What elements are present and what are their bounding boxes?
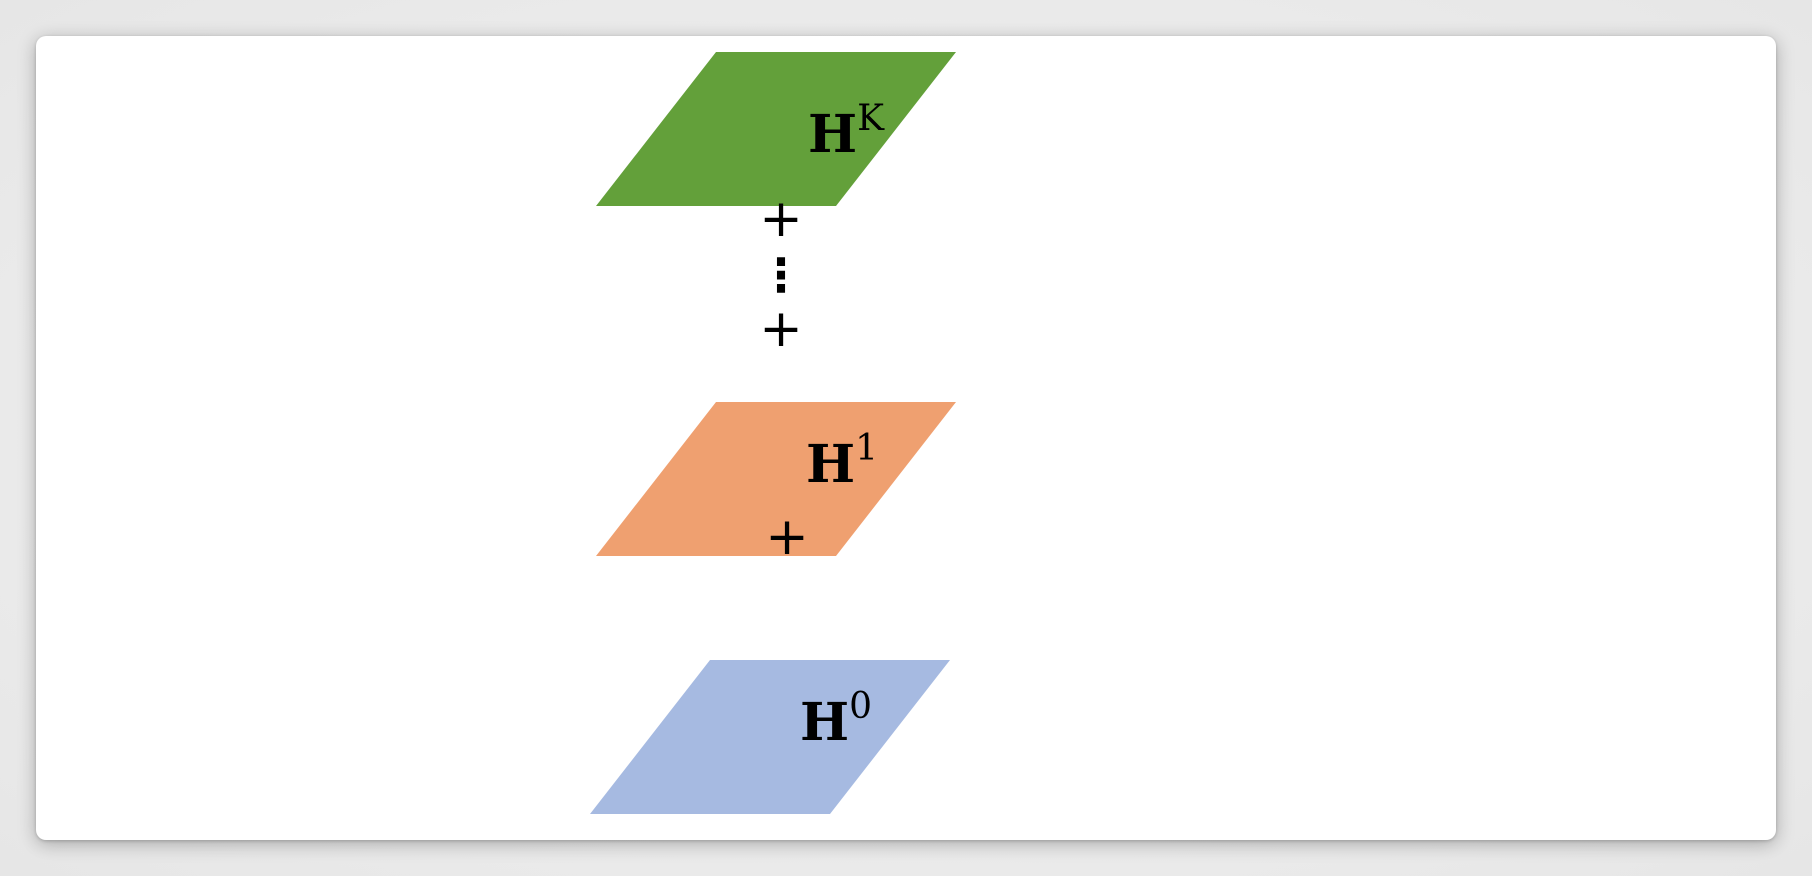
plus-operator-bottom: + bbox=[765, 507, 809, 567]
layer-1-parallelogram bbox=[596, 402, 956, 556]
layer-1-label: H1 bbox=[806, 428, 878, 495]
diagram-card: HK + ⋮ + H1 + H0 bbox=[36, 36, 1776, 840]
layer-0: H0 bbox=[590, 660, 950, 814]
layer-0-parallelogram bbox=[590, 660, 950, 814]
layer-k: HK bbox=[596, 52, 956, 206]
layer-0-label: H0 bbox=[800, 686, 872, 753]
layer-stack-diagram: HK + ⋮ + H1 + H0 bbox=[590, 52, 956, 814]
plus-operator-top: + bbox=[759, 189, 803, 249]
layer-k-parallelogram bbox=[596, 52, 956, 206]
layer-1: H1 bbox=[596, 402, 956, 556]
plus-operator-mid: + bbox=[759, 299, 803, 359]
vertical-ellipsis: ⋮ bbox=[758, 248, 804, 302]
layer-k-label: HK bbox=[808, 98, 885, 165]
